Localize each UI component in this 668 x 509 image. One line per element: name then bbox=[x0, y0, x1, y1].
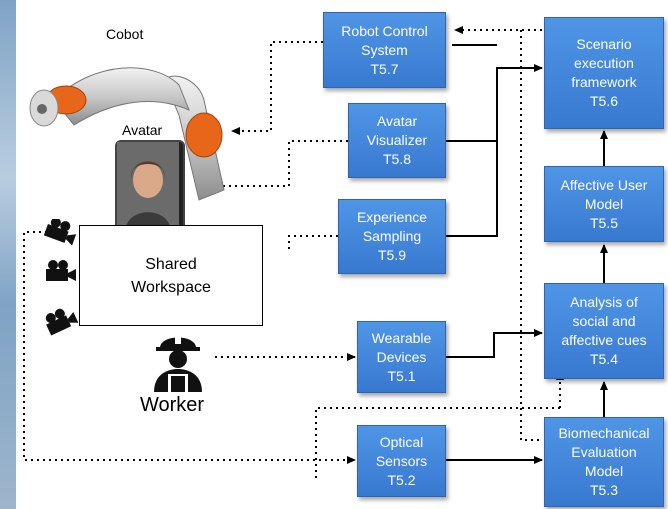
camera-icon-top bbox=[44, 219, 77, 245]
box-label: Devices bbox=[376, 348, 427, 365]
camera-icon-bottom bbox=[45, 308, 78, 336]
box-code: T5.1 bbox=[387, 367, 416, 384]
box-code: T5.9 bbox=[377, 247, 406, 263]
box-analysis-social-affective-cues: Analysis of social and affective cues T5… bbox=[544, 283, 664, 379]
box-experience-sampling: Experience Sampling T5.9 bbox=[338, 199, 446, 274]
box-label: System bbox=[361, 41, 408, 58]
box-code: T5.2 bbox=[387, 471, 416, 488]
background-strip bbox=[0, 0, 16, 509]
box-label: execution bbox=[574, 55, 634, 71]
box-label: framework bbox=[571, 74, 637, 90]
box-code: T5.3 bbox=[589, 482, 618, 498]
box-optical-sensors: Optical Sensors T5.2 bbox=[357, 425, 446, 497]
avatar-tablet bbox=[115, 140, 185, 237]
shared-workspace-line2: Workspace bbox=[131, 278, 211, 296]
box-label: affective cues bbox=[561, 332, 647, 348]
box-scenario-execution-framework: Scenario execution framework T5.6 bbox=[544, 17, 664, 129]
avatar-face-icon bbox=[117, 142, 179, 231]
box-biomechanical-evaluation-model: Biomechanical Evaluation Model T5.3 bbox=[544, 417, 664, 507]
shared-workspace-line1: Shared bbox=[145, 255, 197, 273]
box-affective-user-model: Affective User Model T5.5 bbox=[544, 166, 664, 242]
worker-icon bbox=[154, 332, 202, 392]
worker-label: Worker bbox=[140, 394, 205, 416]
dotted-vertical-feedback bbox=[520, 30, 542, 441]
box-label: Model bbox=[584, 195, 624, 212]
box-label: Model bbox=[584, 463, 624, 479]
line-t59-to-t56 bbox=[445, 64, 543, 237]
box-label: Affective User bbox=[560, 176, 648, 193]
dotted-t57-to-cobot bbox=[231, 41, 323, 135]
box-label: Avatar bbox=[376, 113, 418, 129]
box-label: Visualizer bbox=[366, 132, 428, 148]
avatar-label: Avatar bbox=[122, 122, 163, 138]
box-label: Evaluation bbox=[571, 444, 637, 460]
box-label: Optical bbox=[379, 433, 424, 450]
dotted-ws-to-t59 bbox=[288, 235, 338, 252]
box-label: Experience bbox=[356, 209, 428, 225]
box-label: social and bbox=[572, 313, 636, 329]
box-wearable-devices: Wearable Devices T5.1 bbox=[357, 321, 446, 393]
camera-icon-middle bbox=[46, 260, 76, 281]
box-code: T5.5 bbox=[589, 214, 618, 231]
box-robot-control-system: Robot Control System T5.7 bbox=[323, 12, 446, 88]
box-label: Robot Control bbox=[341, 22, 428, 39]
box-label: Sampling bbox=[362, 228, 422, 244]
box-label: Analysis of bbox=[570, 294, 638, 310]
box-label: Biomechanical bbox=[558, 425, 650, 441]
box-label: Wearable bbox=[371, 329, 432, 346]
box-label: Scenario bbox=[576, 36, 632, 52]
box-code: T5.8 bbox=[382, 151, 411, 167]
box-avatar-visualizer: Avatar Visualizer T5.8 bbox=[348, 103, 446, 178]
box-code: T5.6 bbox=[589, 93, 618, 109]
shared-workspace: Shared Workspace bbox=[79, 225, 263, 326]
box-code: T5.7 bbox=[370, 60, 399, 77]
box-code: T5.4 bbox=[589, 351, 618, 367]
line-t51-to-t54 bbox=[445, 329, 543, 358]
cobot-image bbox=[29, 67, 225, 201]
box-label: Sensors bbox=[375, 452, 428, 469]
cobot-label: Cobot bbox=[106, 26, 144, 42]
